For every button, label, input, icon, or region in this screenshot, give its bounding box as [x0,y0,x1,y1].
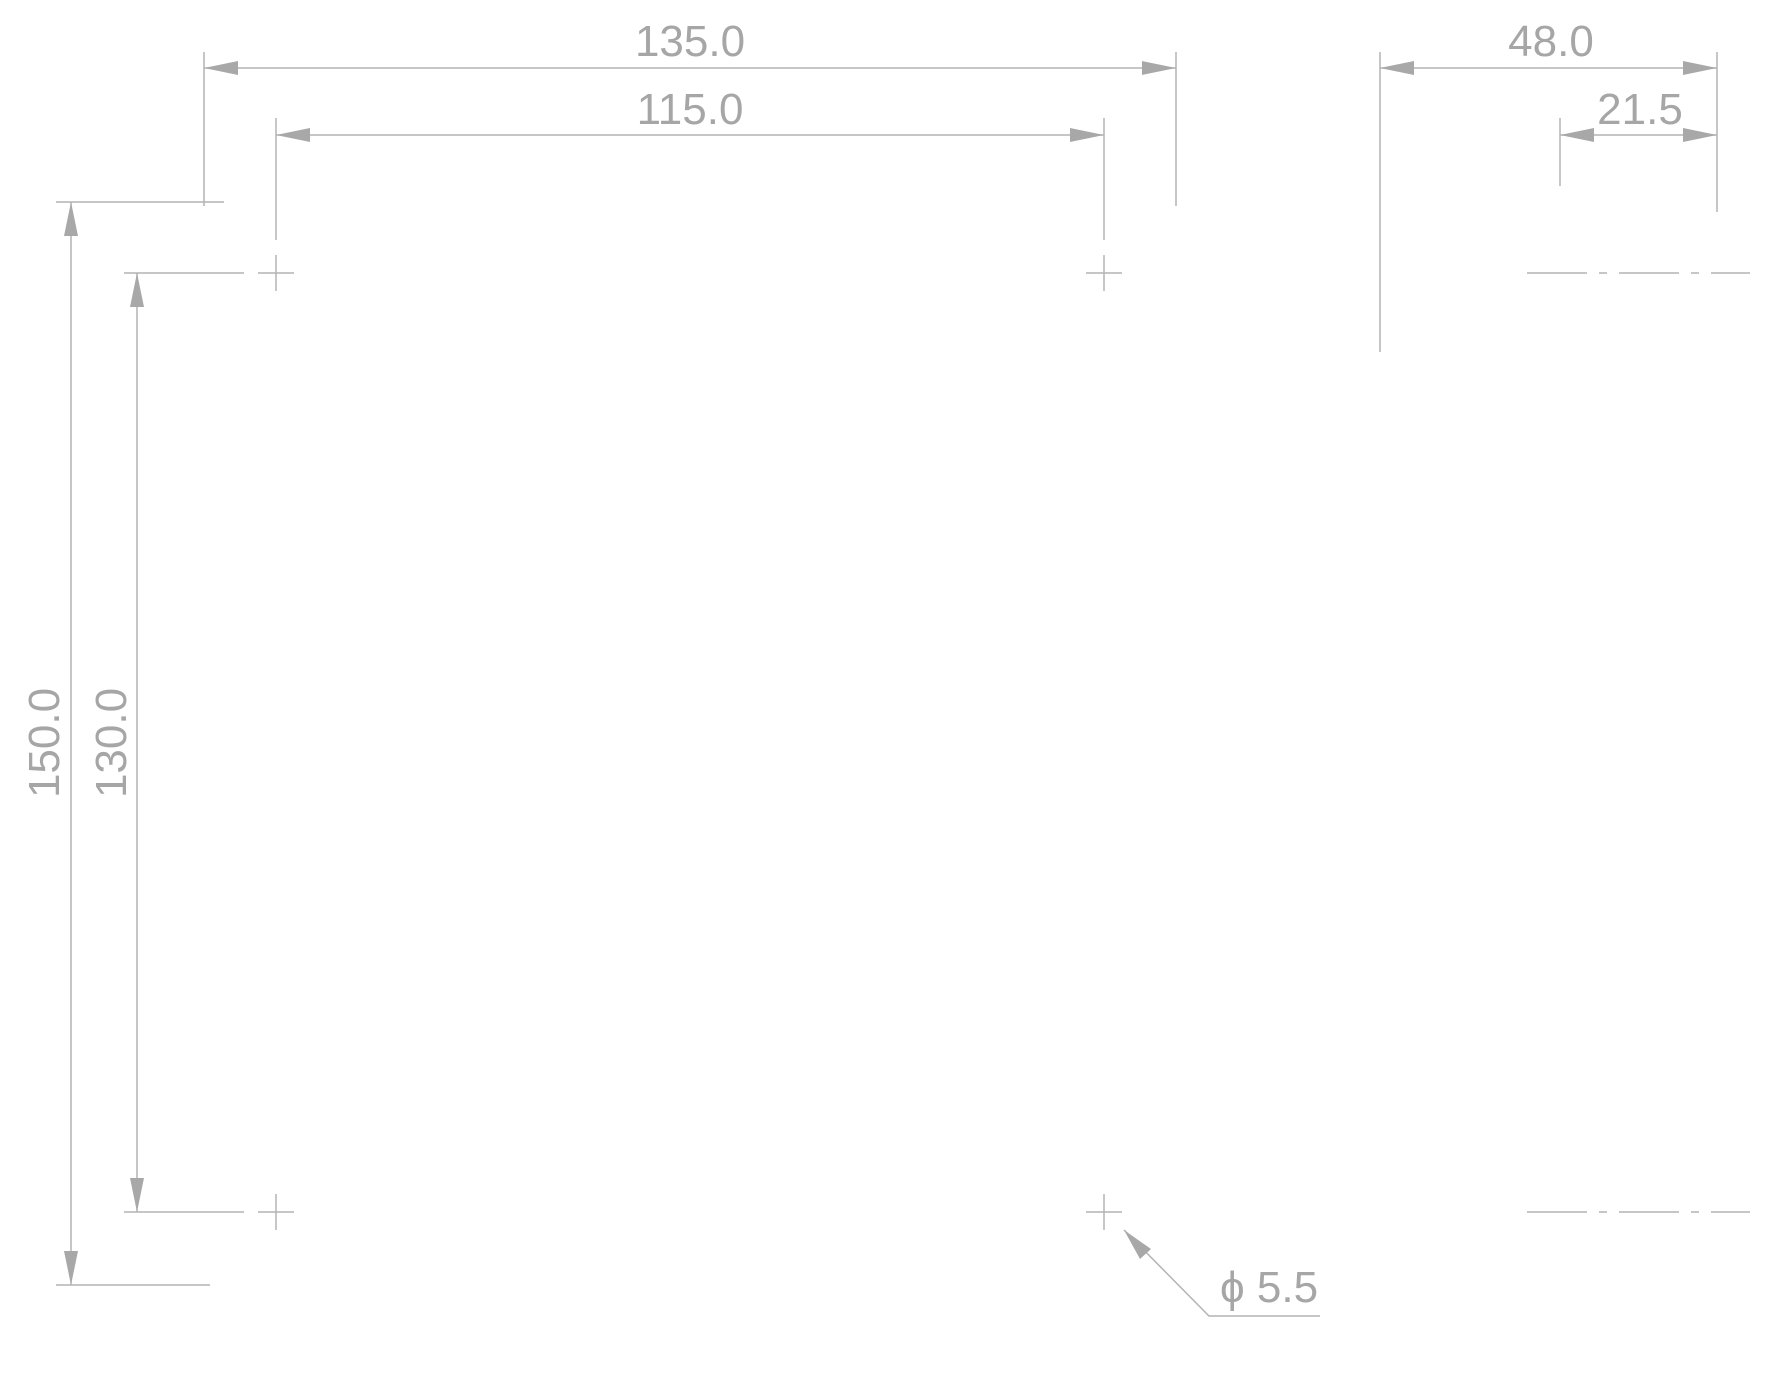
hole-center-mark [258,1194,294,1230]
hole-center-mark [1086,1194,1122,1230]
dimension-value: 115.0 [637,85,744,134]
dimension-overall-depth: 48.0 [1379,17,1718,352]
arrowhead [1560,128,1594,142]
arrowhead [130,1178,144,1212]
hole-center-mark [1086,255,1122,291]
dimension-value: 130.0 [87,688,136,798]
arrowhead [1380,61,1414,75]
hole-diameter-label: ϕ 5.5 [1220,1263,1318,1312]
arrowhead [64,202,78,236]
dimension-overall-width: 135.0 [203,17,1177,206]
arrowhead [1124,1230,1151,1259]
dimension-hole-spacing-height: 130.0 [87,272,244,1213]
dimension-value: 21.5 [1597,85,1683,134]
arrowhead [130,273,144,307]
dimension-value: 135.0 [635,17,745,66]
leader-line [1123,1229,1320,1317]
arrowhead [204,61,238,75]
arrowhead [1683,61,1717,75]
arrowhead [1070,128,1104,142]
arrowhead [64,1251,78,1285]
dimension-value: 48.0 [1508,17,1594,66]
dimension-hole-offset-depth: 21.5 [1559,85,1717,186]
dimension-hole-spacing-width: 115.0 [275,85,1105,240]
arrowhead [276,128,310,142]
hole-center-mark [258,255,294,291]
dimension-value: 150.0 [20,688,69,798]
arrowhead [1683,128,1717,142]
dimension-overall-height: 150.0 [20,201,224,1286]
hole-diameter-callout: ϕ 5.5 [1123,1229,1320,1317]
arrowhead [1142,61,1176,75]
